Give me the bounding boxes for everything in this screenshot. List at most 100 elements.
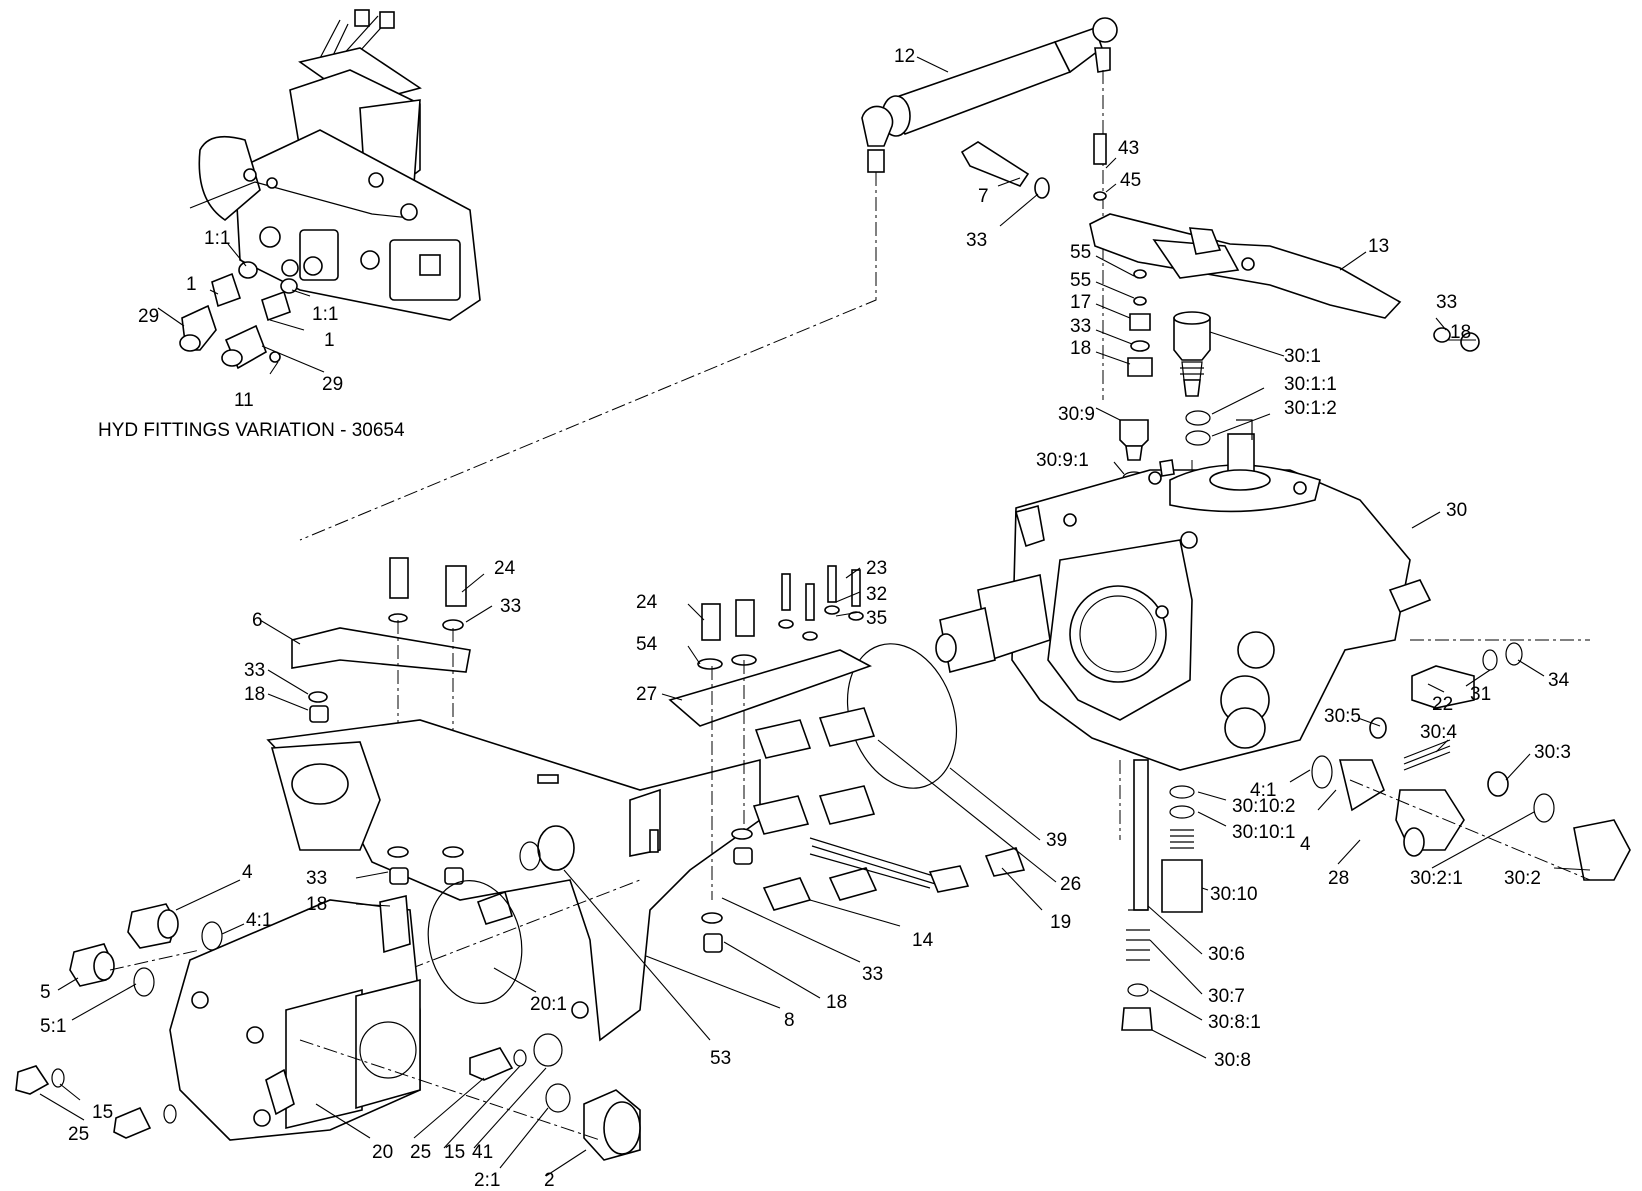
callout-1-1b: 1:1: [312, 304, 338, 325]
washer-stack-left: [387, 846, 464, 885]
right-fittings: [1311, 642, 1631, 881]
callout-1-1a: 1:1: [204, 228, 230, 249]
callout-12: 12: [894, 46, 915, 67]
callout-43: 43: [1118, 138, 1139, 159]
callout-30-9-1: 30:9:1: [1036, 450, 1089, 471]
callout-33b: 33: [1070, 316, 1091, 337]
callout-18c: 18: [244, 684, 265, 705]
callout-31: 31: [1470, 684, 1491, 705]
left-fittings: [69, 903, 223, 997]
callout-45: 45: [1120, 170, 1141, 191]
callout-23: 23: [866, 558, 887, 579]
plug-30-9: [1119, 419, 1149, 485]
callout-30-2: 30:2: [1504, 868, 1541, 889]
callout-30: 30: [1446, 500, 1467, 521]
callout-33c: 33: [1436, 292, 1457, 313]
callout-33g: 33: [862, 964, 883, 985]
callout-29a: 29: [138, 306, 159, 327]
callout-7: 7: [978, 186, 989, 207]
valve-30-10: [1121, 759, 1203, 1031]
fasteners-bottom: [299, 1033, 641, 1161]
callout-1a: 1: [186, 274, 197, 295]
callout-25b: 25: [410, 1142, 431, 1163]
callout-20: 20: [372, 1142, 393, 1163]
blocks-26-14: [752, 707, 1026, 911]
callout-29b: 29: [322, 374, 343, 395]
callout-30-1-1: 30:1:1: [1284, 374, 1337, 395]
callout-30-1: 30:1: [1284, 346, 1321, 367]
plate-27: [668, 565, 872, 900]
callout-22: 22: [1432, 694, 1453, 715]
fasteners-25-15-left: [15, 1065, 177, 1139]
inset-caption: HYD FITTINGS VARIATION - 30654: [98, 420, 405, 441]
main-pump-30: [935, 419, 1590, 840]
callout-28: 28: [1328, 868, 1349, 889]
callout-4a: 4: [1300, 834, 1311, 855]
callout-6: 6: [252, 610, 263, 631]
callout-55b: 55: [1070, 270, 1091, 291]
callout-2: 2: [544, 1170, 555, 1191]
callout-4-1b: 4:1: [246, 910, 272, 931]
callout-17: 17: [1070, 292, 1091, 313]
gear-pump-20: [169, 895, 421, 1141]
callout-32: 32: [866, 584, 887, 605]
callout-41: 41: [472, 1142, 493, 1163]
callout-33f: 33: [306, 868, 327, 889]
callout-18e: 18: [826, 992, 847, 1013]
callout-30-4: 30:4: [1420, 722, 1457, 743]
callout-30-8-1: 30:8:1: [1208, 1012, 1261, 1033]
upper-bracket-group: [960, 133, 1480, 352]
callout-25a: 25: [68, 1124, 89, 1145]
callout-30-9: 30:9: [1058, 404, 1095, 425]
callout-2-1: 2:1: [474, 1170, 500, 1191]
callout-1b: 1: [324, 330, 335, 351]
callout-33e: 33: [244, 660, 265, 681]
callout-15a: 15: [92, 1102, 113, 1123]
leader-lines: [39, 56, 1591, 1177]
callout-5: 5: [40, 982, 51, 1003]
main-bracket-8: [266, 719, 761, 1042]
callout-30-10-2: 30:10:2: [1232, 796, 1295, 817]
callout-13: 13: [1368, 236, 1389, 257]
callout-5-1: 5:1: [40, 1016, 66, 1037]
callout-30-7: 30:7: [1208, 986, 1245, 1007]
callout-53: 53: [710, 1048, 731, 1069]
callout-30-2-1: 30:2:1: [1410, 868, 1463, 889]
callout-24b: 24: [636, 592, 658, 613]
washer-53: [199, 825, 641, 1051]
washer-stack-center: [701, 828, 753, 953]
callout-15b: 15: [444, 1142, 465, 1163]
callout-24a: 24: [494, 558, 516, 579]
callout-27: 27: [636, 684, 657, 705]
callout-18a: 18: [1070, 338, 1091, 359]
callout-33a: 33: [966, 230, 987, 251]
cylinder-12: [299, 17, 1118, 541]
callout-11: 11: [234, 390, 254, 411]
callout-39: 39: [1046, 830, 1067, 851]
callout-55a: 55: [1070, 242, 1091, 263]
callout-30-6: 30:6: [1208, 944, 1245, 965]
inset-assembly: [179, 9, 481, 370]
callout-20-1: 20:1: [530, 994, 567, 1015]
bracket-6: [291, 557, 471, 880]
callout-30-1-2: 30:1:2: [1284, 398, 1337, 419]
callout-35: 35: [866, 608, 887, 629]
callout-4b: 4: [242, 862, 253, 883]
washer-stack: [1127, 269, 1153, 377]
callout-30-10-1: 30:10:1: [1232, 822, 1295, 843]
callout-26: 26: [1060, 874, 1081, 895]
callout-34: 34: [1548, 670, 1570, 691]
callout-18d: 18: [306, 894, 327, 915]
callout-labels: 12 43 45 7 33 13 55 55 17 33 18 33 18 30…: [40, 46, 1571, 1191]
callout-30-3: 30:3: [1534, 742, 1571, 763]
callout-8: 8: [784, 1010, 795, 1031]
callout-30-5: 30:5: [1324, 706, 1361, 727]
callout-18b: 18: [1450, 322, 1471, 343]
callout-33d: 33: [500, 596, 521, 617]
callout-14: 14: [912, 930, 934, 951]
callout-19: 19: [1050, 912, 1071, 933]
callout-4-1a: 4:1: [1250, 780, 1276, 801]
callout-30-8: 30:8: [1214, 1050, 1251, 1071]
callout-54: 54: [636, 634, 658, 655]
